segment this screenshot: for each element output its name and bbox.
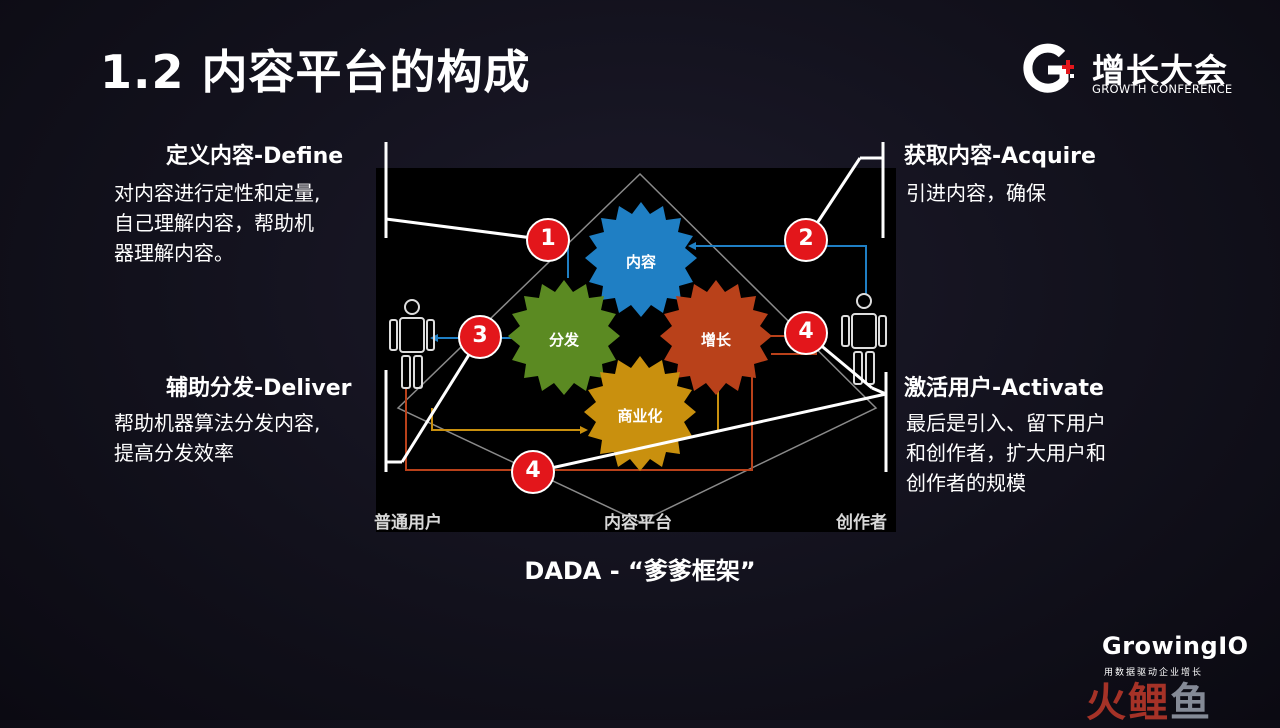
marker-4b-label: 4 <box>525 458 541 483</box>
watermark-part1: 火鲤 <box>1086 680 1170 726</box>
marker-4a <box>784 311 828 355</box>
creators-label: 创作者 <box>836 513 887 533</box>
marker-4a-label: 4 <box>798 319 814 344</box>
marker-1 <box>526 218 570 262</box>
growingio-tagline: 用数据驱动企业增长 <box>1104 668 1204 678</box>
acquire-body: 引进内容，确保 <box>906 181 1046 205</box>
deliver-body: 帮助机器算法分发内容, 提高分发效率 <box>114 411 321 465</box>
acquire-heading: 获取内容-Acquire <box>904 144 1096 169</box>
logo-text-en: GROWTH CONFERENCE <box>1092 82 1233 96</box>
watermark-part2: 鱼 <box>1170 680 1212 726</box>
deliver-heading: 辅助分发-Deliver <box>166 376 352 401</box>
define-heading: 定义内容-Define <box>166 144 344 169</box>
marker-2-label: 2 <box>798 226 814 251</box>
users-label: 普通用户 <box>374 513 442 533</box>
marker-4b <box>511 450 555 494</box>
activate-heading: 激活用户-Activate <box>904 376 1104 401</box>
content-gear-label: 内容 <box>625 253 656 271</box>
page-title: 1.2 内容平台的构成 <box>100 45 531 99</box>
growth-conference-logo: 增长大会 GROWTH CONFERENCE <box>1018 42 1248 98</box>
distribute-gear-label: 分发 <box>548 331 579 349</box>
marker-2 <box>784 218 828 262</box>
growingio-logo: GrowingIO <box>1102 632 1249 660</box>
marker-3 <box>458 315 502 359</box>
growth-gear-label: 增长 <box>700 331 731 349</box>
framework-caption: DADA - “爹爹框架” <box>524 557 756 585</box>
activate-body: 最后是引入、留下用户 和创作者，扩大用户和 创作者的规模 <box>906 411 1106 495</box>
g-logo-icon <box>1023 43 1074 93</box>
marker-3-label: 3 <box>472 323 488 348</box>
define-body: 对内容进行定性和定量, 自己理解内容，帮助机 器理解内容。 <box>114 181 321 265</box>
watermark: 火鲤鱼 <box>1086 670 1212 728</box>
marker-1-label: 1 <box>540 226 556 251</box>
platform-label: 内容平台 <box>604 513 672 533</box>
logo-text-cn: 增长大会 <box>1092 51 1228 90</box>
